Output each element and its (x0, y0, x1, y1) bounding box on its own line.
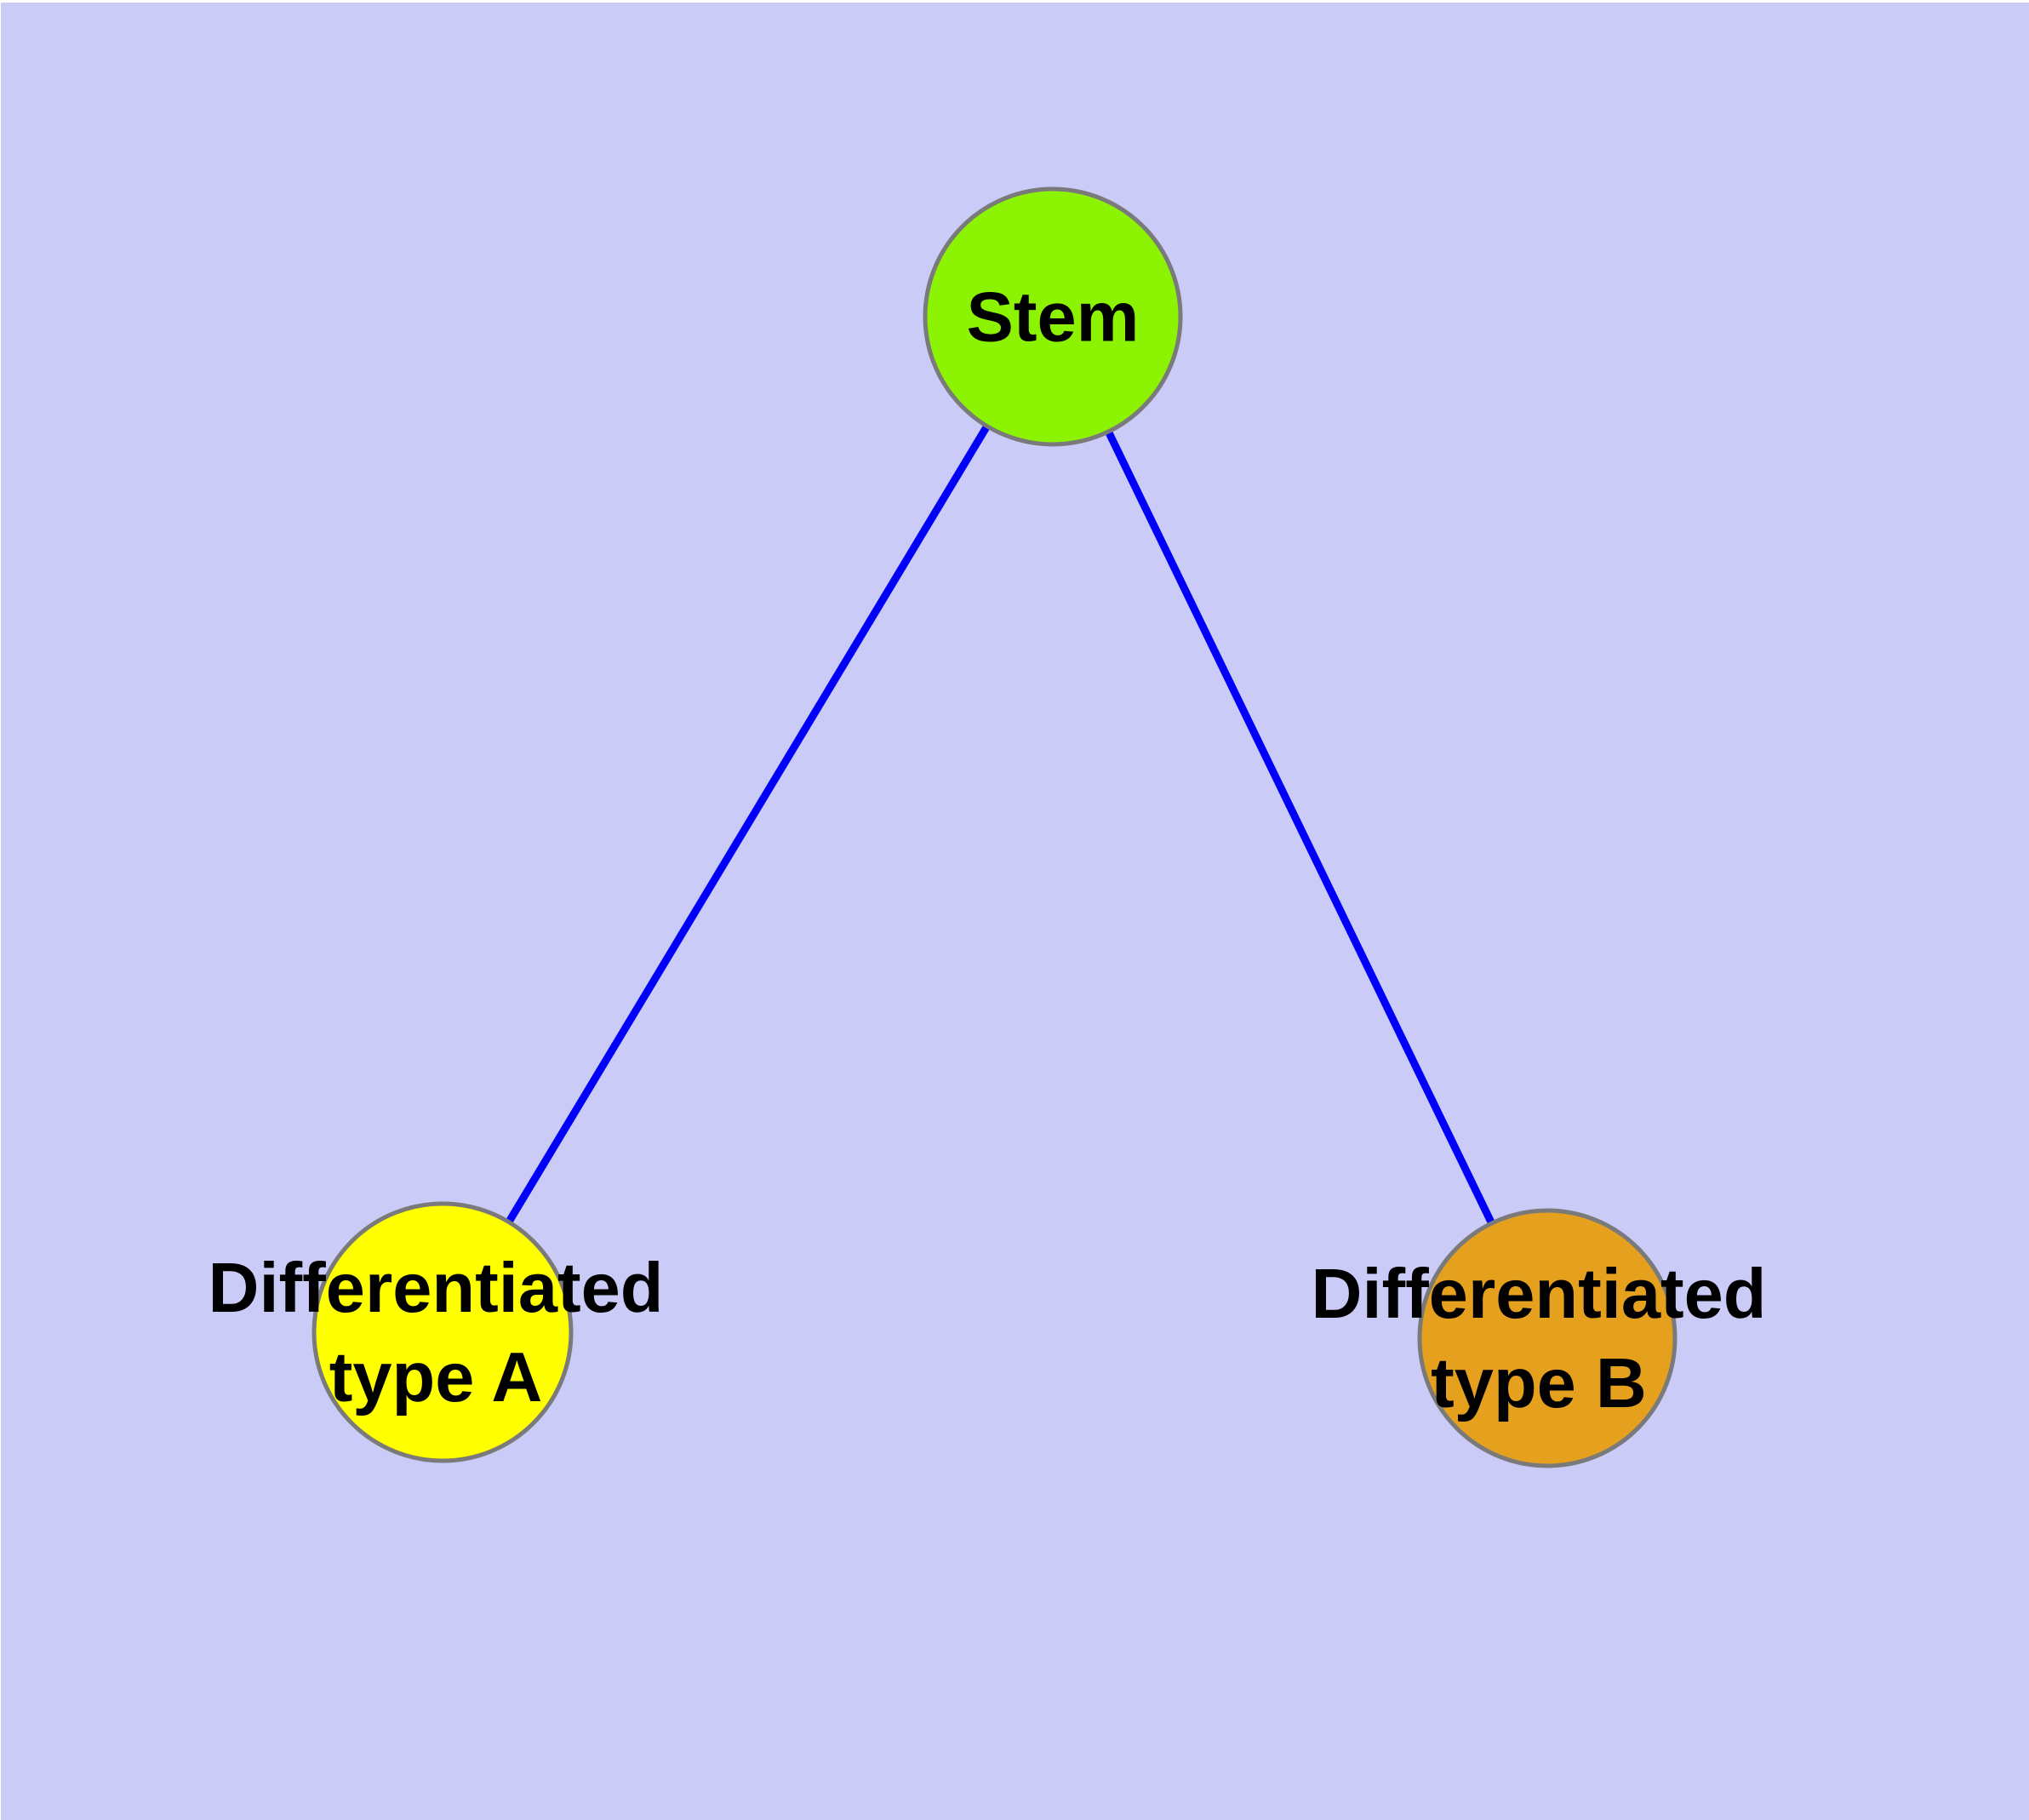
node-differentiated-type-a (311, 1201, 574, 1463)
node-stem (923, 186, 1183, 447)
edge-stem-to-type-b (1049, 315, 1552, 1340)
node-type-b-label-line2: type B (1431, 1343, 1647, 1422)
node-type-b-label-line1: Differentiated (1311, 1254, 1767, 1333)
node-differentiated-type-a-label: Differentiated type A (209, 1243, 664, 1422)
node-differentiated-type-b-label: Differentiated type B (1312, 1249, 1767, 1428)
node-differentiated-type-b (1417, 1208, 1677, 1468)
edge-stem-to-type-a (439, 314, 1056, 1335)
node-stem-label: Stem (967, 272, 1140, 362)
node-stem-label-line: Stem (966, 277, 1140, 357)
node-type-a-label-line1: Differentiated (208, 1248, 664, 1327)
node-type-a-label-line2: type A (329, 1337, 543, 1417)
